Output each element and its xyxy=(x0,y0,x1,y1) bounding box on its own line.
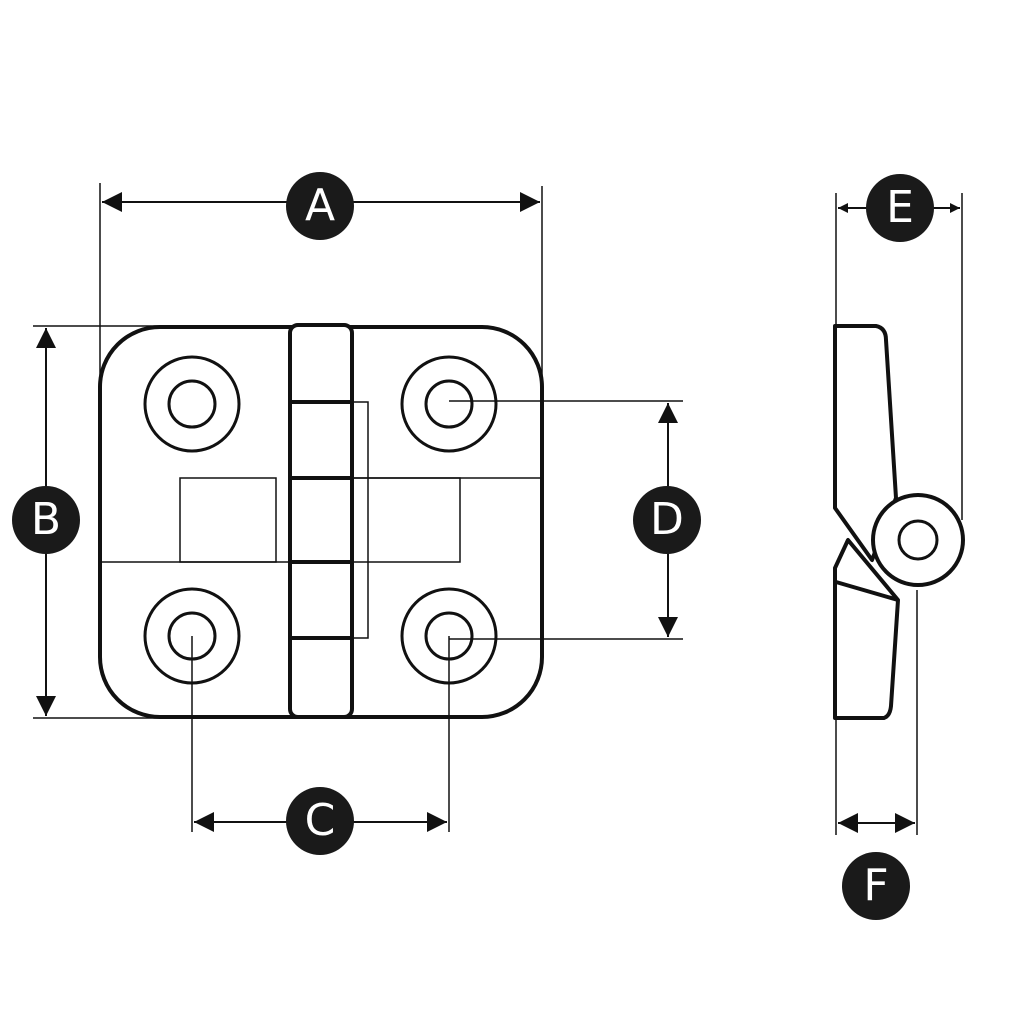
hinge-front-view xyxy=(98,323,544,719)
dimension-label-c: C xyxy=(286,787,354,855)
side-view-pin-icon xyxy=(897,519,939,561)
dimension-label-a: A xyxy=(286,172,354,240)
dimension-label-f: F xyxy=(842,852,910,920)
dimension-label-b: B xyxy=(12,486,80,554)
hinge-knuckle xyxy=(288,323,354,719)
screw-hole-top-left xyxy=(143,355,241,453)
dimension-label-e: E xyxy=(866,174,934,242)
side-view-leaf-edge xyxy=(835,580,899,602)
hinge-side-view xyxy=(833,324,965,720)
leaf-detail-upper xyxy=(289,401,369,639)
screw-hole-top-right xyxy=(400,355,498,453)
dimension-lines xyxy=(36,192,960,833)
leaf-detail-center-left xyxy=(179,477,277,563)
extension-lines xyxy=(33,183,963,835)
dimension-label-d: D xyxy=(633,486,701,554)
